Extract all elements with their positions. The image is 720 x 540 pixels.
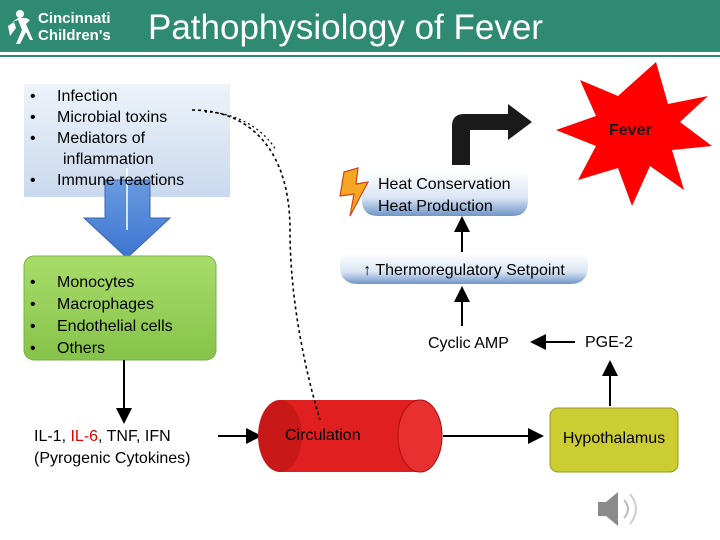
setpoint-label: ↑ Thermoregulatory Setpoint <box>363 262 565 279</box>
cell-item-macrophages: Macrophages <box>24 294 216 316</box>
cells-list: Monocytes Macrophages Endothelial cells … <box>24 272 216 360</box>
trigger-item-microbial-toxins: Microbial toxins <box>24 107 230 128</box>
header-divider-lower <box>0 55 720 57</box>
cytokine-tnf-ifn: , TNF, IFN <box>98 428 171 445</box>
circulation-cylinder <box>258 399 443 473</box>
logo-line1: Cincinnati <box>38 10 111 27</box>
trigger-item-infection: Infection <box>24 86 230 107</box>
cell-item-endothelial: Endothelial cells <box>24 316 216 338</box>
header-divider <box>0 52 720 55</box>
heat-conservation-label: Heat Conservation <box>378 176 511 193</box>
dotted-pathway-curve <box>191 109 321 421</box>
triggers-list: Infection Microbial toxins Mediators of … <box>24 86 230 191</box>
hypothalamus-label: Hypothalamus <box>562 430 666 447</box>
logo-figure-icon <box>8 10 33 44</box>
setpoint-bar <box>340 253 588 284</box>
cell-item-others: Others <box>24 338 216 360</box>
header-bar: Cincinnati Children's Pathophysiology of… <box>0 0 720 52</box>
cell-item-monocytes: Monocytes <box>24 272 216 294</box>
cytokines-line1: IL-1, IL-6, TNF, IFN <box>34 428 171 446</box>
fever-label: Fever <box>609 122 652 139</box>
cytokine-il1: IL-1, <box>34 428 71 445</box>
heat-production-label: Heat Production <box>378 198 493 215</box>
cyclic-amp-label: Cyclic AMP <box>428 335 509 352</box>
bent-arrow-icon <box>452 104 532 165</box>
trigger-item-immune: Immune reactions <box>24 170 230 191</box>
logo-line2: Children's <box>38 27 111 44</box>
fever-burst <box>556 62 712 206</box>
trigger-item-mediators-cont: inflammation <box>24 149 230 170</box>
heat-box <box>362 170 528 216</box>
trigger-item-inflammation: inflammation <box>63 151 154 168</box>
slide-title: Pathophysiology of Fever <box>148 8 543 47</box>
speaker-icon <box>598 492 637 526</box>
trigger-item-mediators: Mediators of <box>24 128 230 149</box>
dotted-pathway-branch <box>204 111 277 151</box>
hypothalamus-box <box>549 407 679 473</box>
cytokines-line2: (Pyrogenic Cytokines) <box>34 450 191 467</box>
cytokine-il6-highlight: IL-6 <box>70 428 99 445</box>
lightning-icon <box>339 167 370 217</box>
circulation-label: Circulation <box>285 427 361 444</box>
pge2-label: PGE-2 <box>585 334 634 351</box>
